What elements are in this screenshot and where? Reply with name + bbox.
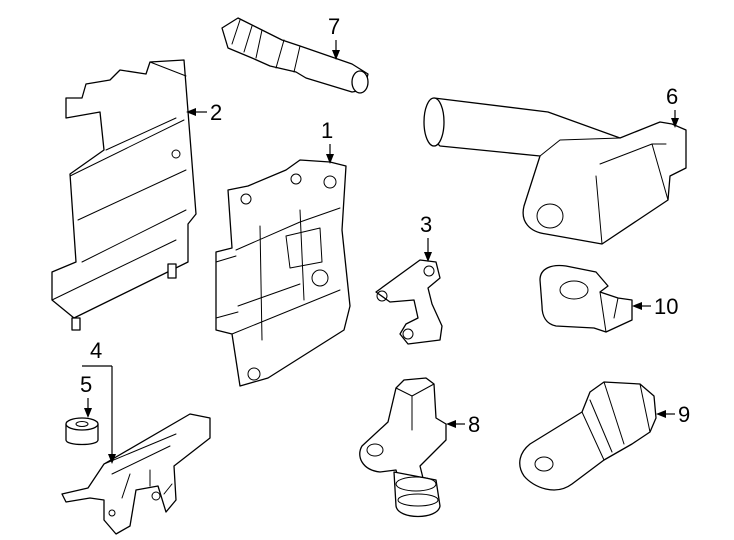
callout-8: 8: [446, 412, 480, 437]
callout-number-7: 7: [328, 14, 340, 39]
callout-number-9: 9: [678, 402, 690, 427]
part-9-crank-sensor: [519, 381, 657, 491]
part-8-cam-sensor: [359, 377, 447, 518]
callout-number-4: 4: [90, 338, 102, 363]
callout-1: 1: [321, 118, 334, 164]
callout-3: 3: [420, 212, 432, 262]
arrowhead-8: [446, 420, 456, 428]
callout-6: 6: [666, 84, 679, 128]
arrowhead-7: [332, 50, 340, 60]
arrowhead-10: [632, 302, 642, 310]
callout-2: 2: [186, 100, 222, 125]
arrowhead-6: [671, 118, 679, 128]
arrowhead-2: [186, 108, 196, 116]
callout-9: 9: [656, 402, 690, 427]
callout-10: 10: [632, 294, 678, 319]
callout-number-3: 3: [420, 212, 432, 237]
part-1-ecu: [215, 159, 351, 387]
arrowhead-5: [84, 408, 92, 418]
callout-number-5: 5: [80, 372, 92, 397]
part-2-bracket: [51, 59, 197, 331]
callout-number-1: 1: [321, 118, 333, 143]
arrowhead-4: [108, 454, 116, 464]
callout-number-10: 10: [654, 294, 678, 319]
part-3-small-bracket: [375, 259, 443, 345]
part-10-knock-sensor: [539, 264, 633, 333]
callout-number-6: 6: [666, 84, 678, 109]
callout-5: 5: [80, 372, 92, 418]
callout-7: 7: [328, 14, 340, 60]
callout-number-2: 2: [210, 100, 222, 125]
part-6-ignition-coil: [423, 97, 687, 245]
part-5-grommet: [65, 417, 99, 446]
part-4-mount-bracket: [61, 413, 211, 535]
arrowhead-3: [424, 252, 432, 262]
part-7-sensor: [221, 17, 369, 94]
callout-number-8: 8: [468, 412, 480, 437]
callout-4: 4: [82, 338, 116, 464]
arrowhead-1: [326, 154, 334, 164]
arrowhead-9: [656, 410, 666, 418]
